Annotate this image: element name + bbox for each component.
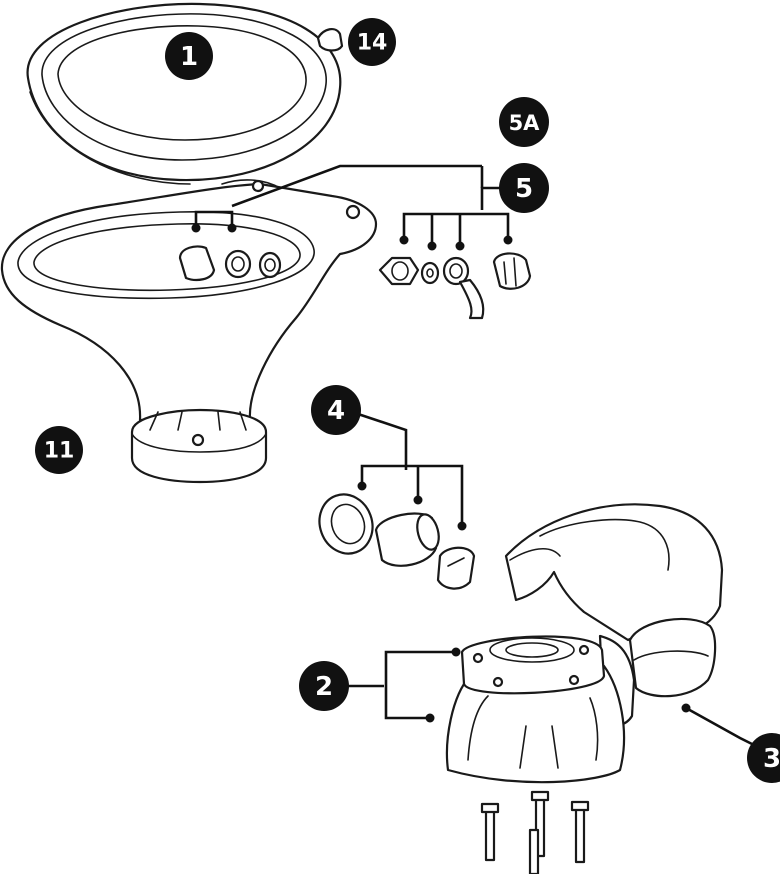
part-5-kit bbox=[378, 252, 532, 320]
callout-11: 11 bbox=[35, 426, 83, 474]
pump-base bbox=[445, 635, 626, 874]
svg-text:14: 14 bbox=[357, 31, 388, 56]
callout-4: 4 bbox=[311, 385, 361, 435]
svg-text:1: 1 bbox=[180, 42, 198, 72]
callout-1: 1 bbox=[165, 32, 213, 80]
svg-text:2: 2 bbox=[315, 672, 333, 702]
svg-text:5A: 5A bbox=[509, 111, 541, 135]
callout-5a: 5A bbox=[499, 97, 549, 147]
svg-text:4: 4 bbox=[327, 396, 345, 426]
callout-3: 3 bbox=[747, 733, 780, 783]
toilet-lid bbox=[26, 2, 342, 185]
part-4-kit bbox=[318, 493, 476, 590]
callout-2: 2 bbox=[299, 661, 349, 711]
toilet-bowl bbox=[0, 179, 378, 484]
svg-text:11: 11 bbox=[44, 439, 75, 464]
callout-5: 5 bbox=[499, 163, 549, 213]
svg-text:3: 3 bbox=[763, 744, 780, 774]
leader-dots bbox=[191, 223, 691, 723]
callout-14: 14 bbox=[348, 18, 396, 66]
leader-lines bbox=[194, 164, 761, 750]
lid-hinge-14 bbox=[316, 28, 344, 52]
svg-text:5: 5 bbox=[515, 174, 533, 204]
pump-housing bbox=[504, 503, 724, 727]
